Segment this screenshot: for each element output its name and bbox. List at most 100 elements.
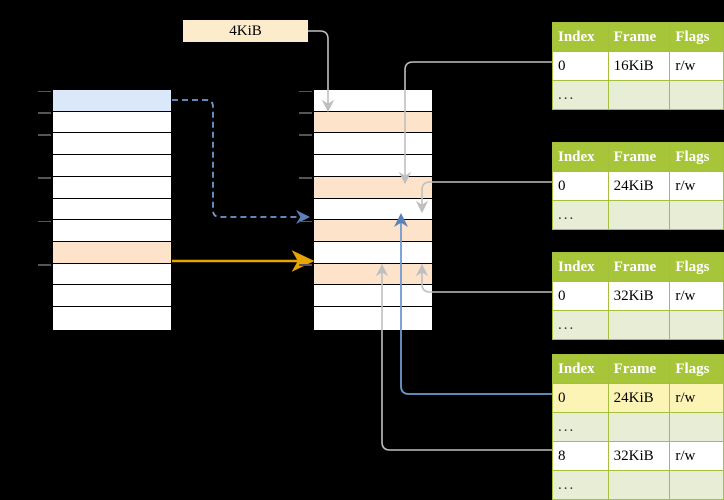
- cell-flags: r/w: [669, 171, 724, 201]
- physical-cell-4: [314, 176, 432, 199]
- virtual-tick-8: [38, 264, 51, 266]
- physical-tick-8: [299, 264, 312, 266]
- cell-flags: [669, 412, 724, 442]
- cell-index: 0: [552, 383, 609, 413]
- physical-cell-2: [314, 133, 432, 156]
- virtual-cell-7: [53, 241, 171, 264]
- cell-flags: [669, 80, 724, 110]
- cell-frame: [607, 80, 671, 110]
- cell-index: ...: [552, 470, 609, 500]
- cell-flags: r/w: [669, 281, 724, 311]
- table-row: ...: [552, 470, 724, 500]
- column-header-flags: Flags: [669, 354, 724, 384]
- column-header-index: Index: [552, 252, 609, 282]
- physical-cell-0: [314, 90, 432, 112]
- page-size-label: 4KiB: [183, 20, 308, 42]
- cell-index: 8: [552, 441, 609, 471]
- column-header-flags: Flags: [669, 252, 724, 282]
- column-header-frame: Frame: [607, 354, 671, 384]
- cell-frame: [607, 310, 671, 340]
- cell-index: ...: [552, 310, 609, 340]
- virtual-address-column: [52, 89, 172, 331]
- cell-index: 0: [552, 171, 609, 201]
- wire-table3-to-physical: [415, 263, 552, 293]
- table-row: ...: [552, 80, 724, 110]
- wire-virtual-to-physical-dashed: [172, 99, 311, 225]
- virtual-tick-1: [38, 112, 51, 114]
- cell-flags: r/w: [669, 441, 724, 471]
- virtual-cell-2: [53, 133, 171, 156]
- physical-cell-7: [314, 241, 432, 264]
- physical-cell-1: [314, 111, 432, 134]
- physical-memory-column: [313, 89, 433, 331]
- cell-flags: [669, 200, 724, 230]
- cell-index: ...: [552, 412, 609, 442]
- virtual-cell-5: [53, 198, 171, 221]
- table-row: ...: [552, 200, 724, 230]
- table-row: ...: [552, 412, 724, 442]
- cell-frame: 32KiB: [607, 441, 671, 471]
- cell-frame: 16KiB: [607, 51, 671, 81]
- virtual-cell-3: [53, 155, 171, 177]
- cell-index: 0: [552, 51, 609, 81]
- virtual-tick-0: [38, 90, 51, 93]
- virtual-cell-9: [53, 285, 171, 308]
- table-row: ...: [552, 310, 724, 340]
- virtual-cell-0: [53, 90, 171, 112]
- physical-tick-0: [299, 90, 312, 93]
- physical-tick-2: [299, 134, 312, 136]
- physical-cell-8: [314, 263, 432, 286]
- cell-flags: [669, 470, 724, 500]
- physical-tick-6: [299, 220, 312, 223]
- column-header-flags: Flags: [669, 22, 724, 52]
- virtual-cell-8: [53, 263, 171, 286]
- cell-flags: r/w: [669, 51, 724, 81]
- wire-table2-to-physical: [415, 181, 552, 214]
- physical-tick-1: [299, 112, 312, 114]
- cell-flags: [669, 310, 724, 340]
- virtual-cell-10: [53, 307, 171, 329]
- physical-cell-9: [314, 285, 432, 308]
- column-header-frame: Frame: [607, 22, 671, 52]
- physical-cell-5: [314, 198, 432, 221]
- virtual-cell-1: [53, 111, 171, 134]
- physical-cell-6: [314, 220, 432, 242]
- column-header-frame: Frame: [607, 252, 671, 282]
- column-header-frame: Frame: [607, 142, 671, 172]
- physical-tick-4: [299, 177, 312, 180]
- cell-flags: r/w: [669, 383, 724, 413]
- cell-index: 0: [552, 281, 609, 311]
- cell-frame: [607, 412, 671, 442]
- cell-frame: [607, 470, 671, 500]
- column-header-index: Index: [552, 22, 609, 52]
- virtual-tick-2: [38, 134, 51, 136]
- cell-index: ...: [552, 200, 609, 230]
- column-header-index: Index: [552, 142, 609, 172]
- cell-frame: 24KiB: [607, 383, 671, 413]
- cell-frame: 24KiB: [607, 171, 671, 201]
- cell-frame: 32KiB: [607, 281, 671, 311]
- virtual-cell-4: [53, 176, 171, 199]
- virtual-cell-6: [53, 220, 171, 242]
- physical-cell-3: [314, 155, 432, 177]
- physical-cell-10: [314, 307, 432, 329]
- cell-index: ...: [552, 80, 609, 110]
- column-header-index: Index: [552, 354, 609, 384]
- column-header-flags: Flags: [669, 142, 724, 172]
- virtual-tick-4: [38, 177, 51, 180]
- diagram-canvas: 4KiB: [38, 20, 724, 500]
- virtual-tick-6: [38, 220, 51, 223]
